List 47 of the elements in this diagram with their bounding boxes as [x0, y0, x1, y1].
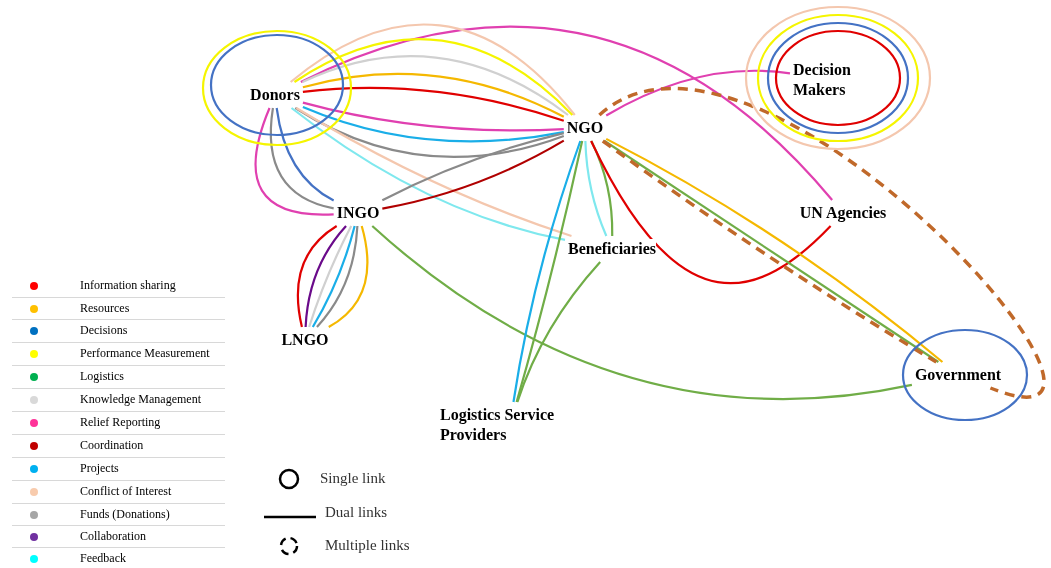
legend-label: Dual links: [325, 503, 388, 521]
legend-label: Feedback: [80, 551, 126, 565]
link-line: [382, 139, 565, 210]
link-line: [328, 225, 369, 328]
link-ring: [774, 30, 902, 126]
legend-label: Single link: [320, 469, 386, 487]
link-line: [590, 140, 832, 284]
legend-label: Resources: [80, 301, 130, 315]
link-line: [290, 23, 576, 116]
legend-label: Funds (Donations): [80, 507, 170, 521]
link-line: [300, 26, 833, 201]
link-line: [294, 107, 565, 158]
legend-label: Projects: [80, 461, 119, 475]
legend-label: Logistics: [80, 369, 124, 383]
legend-label: Multiple links: [325, 536, 410, 554]
link-ring: [766, 22, 910, 134]
link-line: [584, 140, 608, 237]
link-ring: [901, 329, 1029, 421]
actor-label: UN Agencies: [799, 203, 887, 223]
legend-label: Performance Measurement: [80, 346, 210, 360]
link-line: [304, 225, 347, 328]
link-ring: [756, 14, 920, 142]
link-line: [598, 88, 1045, 399]
legend-label: Relief Reporting: [80, 415, 161, 429]
link-line: [254, 107, 334, 216]
link-line: [296, 225, 338, 328]
link-line: [302, 86, 565, 122]
legend-label: Decisions: [80, 323, 128, 337]
link-line: [269, 107, 334, 210]
link-line: [275, 107, 335, 202]
link-line: [381, 132, 565, 202]
link-ring: [209, 34, 345, 136]
link-ring: [201, 30, 353, 146]
link-line: [302, 105, 564, 143]
link-line: [293, 38, 574, 116]
legend-label: Collaboration: [80, 529, 146, 543]
legend-label: Information sharing: [80, 278, 176, 292]
link-ring: [744, 6, 932, 150]
legend-label: Coordination: [80, 438, 144, 452]
legend-label: Conflict of Interest: [80, 484, 172, 498]
link-line: [302, 55, 569, 116]
link-line: [371, 225, 913, 400]
link-line: [516, 261, 601, 403]
link-line: [302, 101, 564, 132]
link-line: [302, 72, 565, 118]
link-line: [605, 69, 791, 117]
legend-label: Knowledge Management: [80, 392, 201, 406]
